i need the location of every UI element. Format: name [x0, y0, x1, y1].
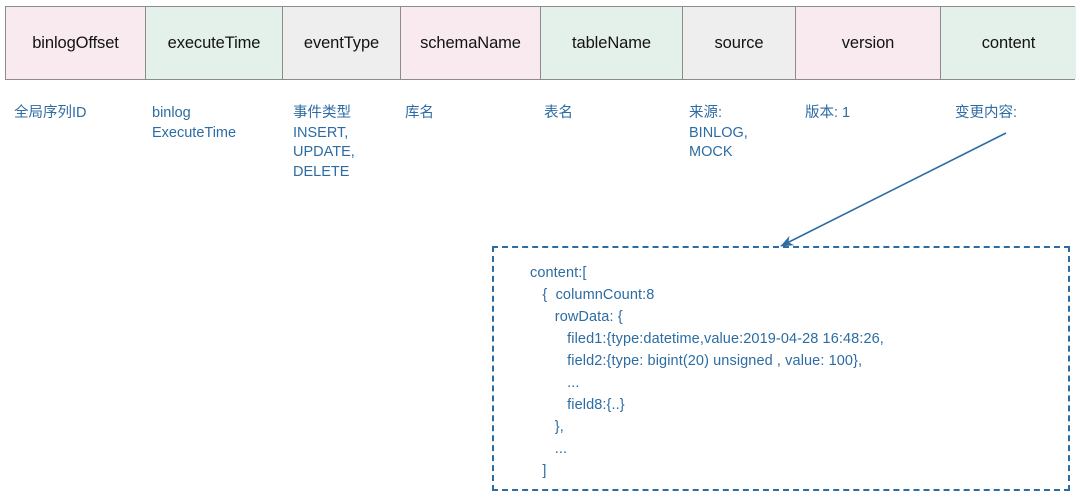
table-column-header-eventtype: eventType: [283, 7, 401, 79]
table-column-header-executetime: executeTime: [146, 7, 283, 79]
annotation-source-note: 来源: BINLOG, MOCK: [689, 105, 748, 160]
table-column-header-tablename: tableName: [541, 7, 683, 79]
arrow-line: [780, 132, 1007, 247]
annotation-execute-time-note: binlog ExecuteTime: [152, 105, 237, 141]
table-column-header-source: source: [683, 7, 796, 79]
table-column-header-version: version: [796, 7, 941, 79]
content-json-sample-text: content:[ { columnCount:8 rowData: { fil…: [530, 265, 884, 479]
annotation-version-note: 版本: 1: [805, 105, 851, 121]
annotation-binlog-offset-note: 全局序列ID: [14, 105, 87, 121]
table-column-header-binlogoffset: binlogOffset: [6, 7, 146, 79]
annotation-schema-name-note: 库名: [405, 105, 434, 121]
annotation-content-note: 变更内容:: [955, 105, 1018, 121]
annotation-event-type-note: 事件类型 INSERT, UPDATE, DELETE: [293, 105, 355, 180]
content-detail-box: content:[ { columnCount:8 rowData: { fil…: [492, 246, 1070, 491]
table-column-header-content: content: [941, 7, 1076, 79]
table-column-header-schemaname: schemaName: [401, 7, 541, 79]
annotation-table-name-note: 表名: [544, 105, 573, 121]
